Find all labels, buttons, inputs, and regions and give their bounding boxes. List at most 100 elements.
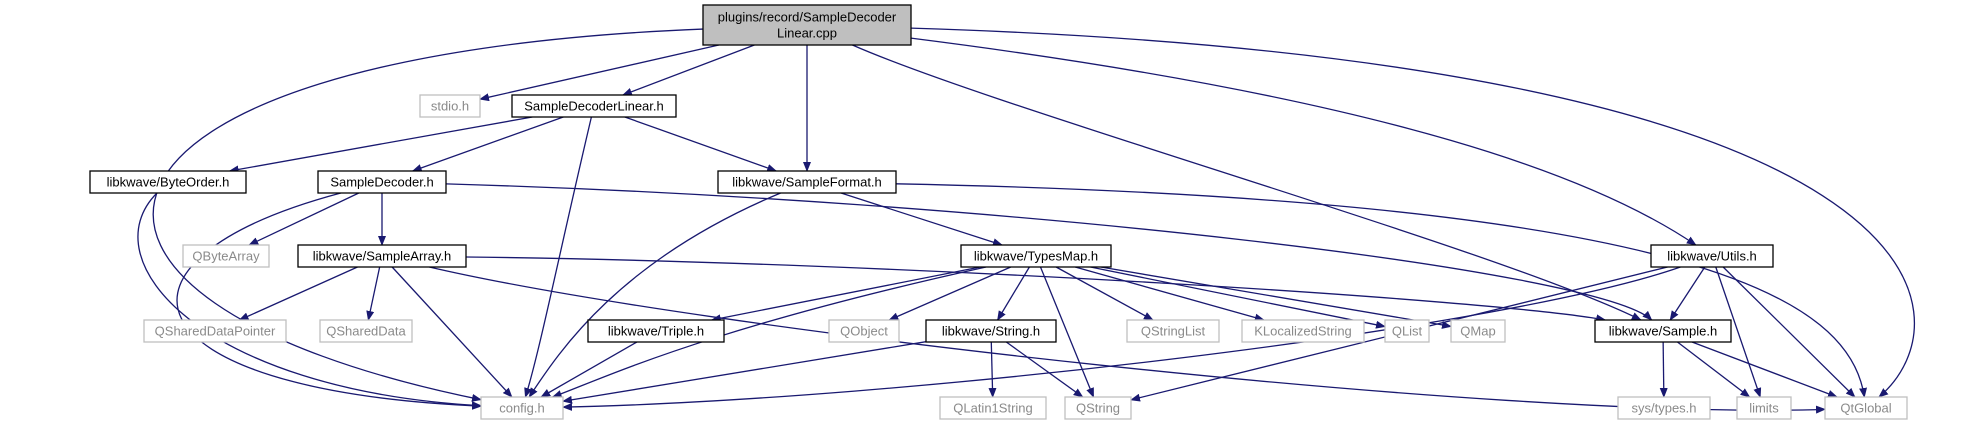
edge-typesmap-to-kls [1074, 266, 1265, 322]
edge-string-to-qstring [1005, 341, 1084, 398]
node-qmap: QMap [1450, 319, 1506, 343]
node-sarray[interactable]: libkwave/SampleArray.h [297, 244, 467, 268]
node-label: limits [1749, 401, 1779, 416]
node-box [1126, 319, 1220, 343]
edge-line [1722, 266, 1856, 398]
edge-root-to-stdio [479, 44, 719, 102]
edge-sdl-to-byteorder [228, 116, 533, 174]
edge-root-to-config [152, 28, 704, 402]
node-box [1650, 244, 1774, 268]
edge-typesmap-to-triple [710, 266, 981, 323]
edge-utils-to-limits [1715, 266, 1762, 398]
node-box [297, 244, 467, 268]
edge-typesmap-to-qmap [1100, 266, 1452, 329]
node-sdl[interactable]: SampleDecoderLinear.h [511, 94, 677, 118]
node-byteorder[interactable]: libkwave/ByteOrder.h [89, 170, 247, 194]
edge-line [479, 44, 719, 102]
node-box [1384, 319, 1430, 343]
node-label: libkwave/TypesMap.h [974, 249, 1098, 264]
edge-root-to-sample [852, 44, 1642, 321]
node-label: QSharedData [326, 324, 406, 339]
edge-line [562, 341, 927, 404]
edge-line [1090, 266, 1386, 329]
edge-sd-to-sample [445, 183, 1653, 321]
edge-line [528, 192, 781, 398]
node-sample[interactable]: libkwave/Sample.h [1594, 319, 1732, 343]
node-sformat[interactable]: libkwave/SampleFormat.h [717, 170, 897, 194]
node-label: libkwave/SampleFormat.h [732, 175, 882, 190]
edges-layer [137, 27, 1915, 414]
edge-line [1074, 266, 1265, 322]
node-label: QLatin1String [953, 401, 1033, 416]
node-label: QStringList [1141, 324, 1206, 339]
edge-string-to-qlatin1 [988, 341, 997, 398]
edge-string-to-config [562, 341, 927, 404]
node-label: Linear.cpp [777, 26, 837, 41]
edge-typesmap-to-qlist [1090, 266, 1386, 329]
edge-line [1659, 341, 1668, 398]
edge-line [1677, 341, 1751, 398]
node-box [182, 244, 270, 268]
edge-typesmap-to-qobject [888, 266, 1012, 321]
node-root[interactable]: plugins/record/SampleDecoderLinear.cpp [702, 4, 912, 46]
edge-line [895, 183, 1867, 398]
node-box [89, 170, 247, 194]
node-label: QByteArray [192, 249, 260, 264]
edge-utils-to-config [562, 266, 1681, 411]
edge-typesmap-to-string [997, 266, 1030, 321]
node-label: QList [1392, 324, 1423, 339]
node-box [143, 319, 287, 343]
edge-line [910, 27, 1915, 398]
node-label: sys/types.h [1631, 401, 1696, 416]
node-label: KLocalizedString [1254, 324, 1352, 339]
edge-line [997, 266, 1030, 321]
node-typesmap[interactable]: libkwave/TypesMap.h [960, 244, 1112, 268]
node-sd[interactable]: SampleDecoder.h [317, 170, 447, 194]
edge-line [248, 192, 360, 246]
node-kls: KLocalizedString [1241, 319, 1365, 343]
edge-sdl-to-sd [411, 116, 564, 172]
node-box [511, 94, 677, 118]
node-label: SampleDecoderLinear.h [524, 99, 663, 114]
edge-line [551, 266, 987, 398]
node-limits: limits [1736, 396, 1792, 420]
edge-root-to-sdl [621, 44, 755, 96]
node-box [939, 396, 1047, 420]
edge-sformat-to-config [528, 192, 781, 398]
edge-root-to-utils [910, 37, 1697, 246]
edge-line [465, 256, 1607, 323]
node-label: libkwave/Utils.h [1667, 249, 1757, 264]
edge-sdl-to-sformat [624, 116, 778, 172]
edge-utils-to-sample [1669, 266, 1706, 321]
node-triple[interactable]: libkwave/Triple.h [587, 319, 725, 343]
node-box [480, 396, 564, 420]
edge-line [1715, 266, 1762, 398]
node-string[interactable]: libkwave/String.h [925, 319, 1057, 343]
node-utils[interactable]: libkwave/Utils.h [1650, 244, 1774, 268]
node-stdio: stdio.h [419, 94, 481, 118]
edge-root-to-qglobal [910, 27, 1915, 398]
edge-line [1005, 341, 1084, 398]
edge-sample-to-systypes [1659, 341, 1668, 398]
edge-line [988, 341, 997, 398]
node-box [1617, 396, 1711, 420]
node-config: config.h [480, 396, 564, 420]
node-label: QtGlobal [1840, 401, 1891, 416]
edge-sample-to-qglobal [1691, 341, 1838, 398]
node-label: libkwave/Triple.h [608, 324, 704, 339]
edge-line [1691, 341, 1838, 398]
edge-line [411, 116, 564, 172]
edge-sarray-to-qsdp [238, 266, 358, 321]
edge-line [176, 192, 482, 410]
edge-line [910, 37, 1697, 246]
edge-line [621, 44, 755, 96]
edge-line [852, 44, 1642, 321]
edge-line [540, 341, 638, 398]
node-qsdp: QSharedDataPointer [143, 319, 287, 343]
edge-sarray-to-qsd [366, 266, 381, 321]
node-box [419, 94, 481, 118]
node-label: QObject [840, 324, 888, 339]
node-qstring: QString [1064, 396, 1132, 420]
